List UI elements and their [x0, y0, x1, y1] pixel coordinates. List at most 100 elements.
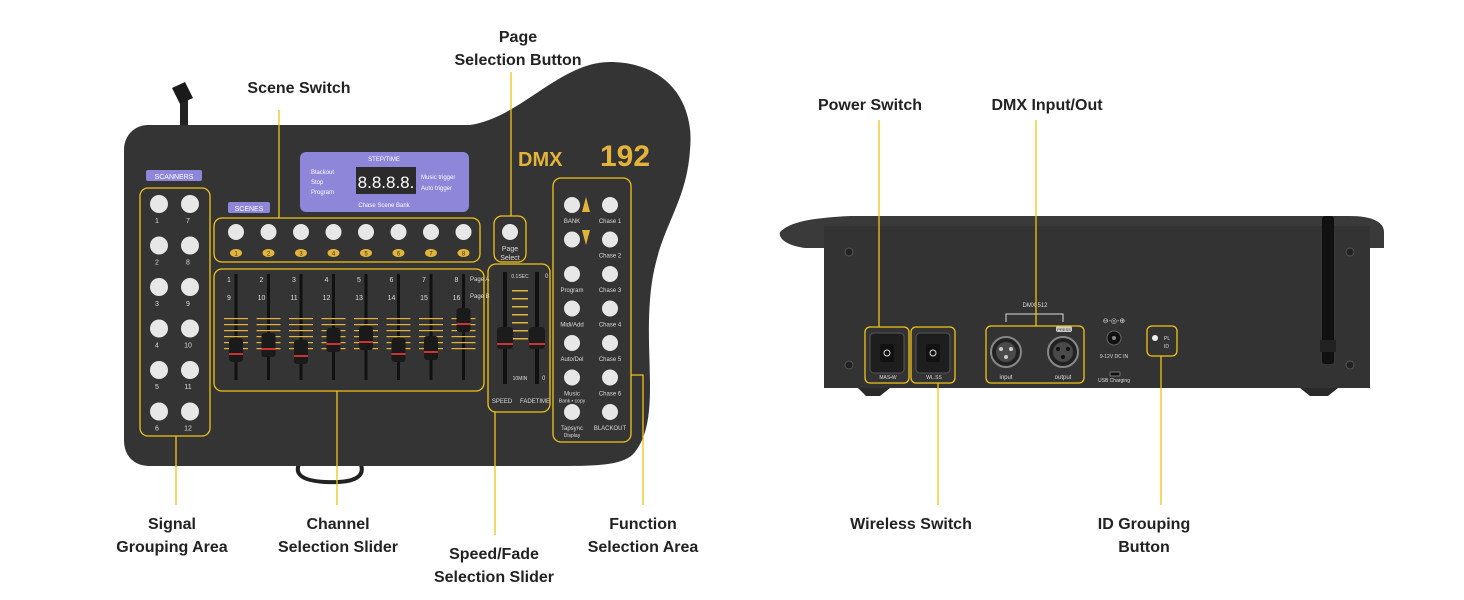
scanner-button[interactable] — [181, 361, 199, 379]
function-right-label: Chase 1 — [599, 219, 622, 225]
channel-tick — [321, 324, 346, 326]
dmx-io-box — [985, 325, 1085, 384]
function-left-button[interactable] — [564, 404, 580, 420]
scene-button[interactable] — [390, 224, 407, 240]
speed-fade-callout-line-2: Selection Slider — [433, 569, 555, 586]
channel-fader[interactable] — [391, 338, 406, 362]
channel-tick — [224, 336, 248, 338]
wireless-switch-callout: Wireless Switch — [831, 513, 991, 536]
function-left-button[interactable] — [564, 369, 580, 386]
scene-number-badge — [425, 249, 437, 257]
channel-top-number: 3 — [292, 277, 296, 284]
channel-fader[interactable] — [456, 308, 471, 332]
scanner-button[interactable] — [150, 402, 168, 421]
function-left-button[interactable] — [564, 231, 580, 248]
scanner-button[interactable] — [181, 278, 199, 296]
function-left-button[interactable] — [564, 266, 580, 282]
dmx-512-tag: DMX 512 — [1022, 303, 1048, 309]
speed-bottom-label: 10MIN — [513, 376, 528, 382]
scene-button[interactable] — [293, 224, 309, 240]
channel-fader[interactable] — [359, 326, 373, 350]
power-switch-callout: Power Switch — [790, 94, 950, 117]
signal-grouping-callout-line-1: Signal — [147, 516, 196, 533]
function-left-button[interactable] — [564, 300, 580, 317]
scanner-button[interactable] — [181, 402, 199, 421]
display-title: STEP/TIME — [368, 157, 400, 163]
scanner-number: 10 — [184, 343, 192, 350]
function-right-button[interactable] — [602, 231, 618, 248]
scene-button[interactable] — [455, 224, 472, 240]
scanner-button[interactable] — [181, 195, 199, 213]
scene-number: 5 — [364, 252, 368, 258]
speed-fader[interactable] — [497, 327, 513, 349]
display-bottom: Chase Scene Bank — [358, 203, 410, 209]
scene-number-badge — [457, 249, 470, 257]
function-left-button[interactable] — [564, 335, 580, 351]
channel-track — [234, 274, 238, 380]
scanner-number: 12 — [184, 426, 192, 433]
function-right-button[interactable] — [602, 335, 618, 351]
channel-bottom-number: 15 — [420, 295, 428, 302]
function-left-label: Midi/Add — [560, 323, 583, 329]
dmx-io-callout: DMX Input/Out — [967, 94, 1127, 117]
page-select-button[interactable] — [502, 224, 518, 240]
scene-button[interactable] — [228, 224, 244, 240]
channel-fader[interactable] — [326, 328, 341, 352]
scene-button[interactable] — [358, 224, 374, 240]
scanner-button[interactable] — [181, 319, 199, 338]
speed-fade-sliders: 0.1SEC 10MIN 0 0 SPEED FADETIME — [492, 272, 550, 405]
display-right-1: Music trigger — [421, 175, 455, 181]
channel-bottom-number: 14 — [388, 295, 396, 302]
scanner-button[interactable] — [150, 319, 168, 338]
dmx-input-connector[interactable] — [990, 336, 1022, 368]
function-right-button[interactable] — [602, 369, 618, 386]
rear-console: MAS•W WL.SS DMX 512 PRESS input output — [779, 120, 1384, 505]
wireless-switch-tag: WL.SS — [926, 375, 942, 381]
channel-top-number: 6 — [390, 277, 394, 284]
function-right-button[interactable] — [602, 404, 618, 420]
channel-fader[interactable] — [229, 338, 243, 362]
channel-fader[interactable] — [424, 336, 438, 360]
id-grouping-callout-line-2: Button — [1118, 539, 1170, 556]
scanner-button[interactable] — [150, 278, 168, 296]
function-right-button[interactable] — [602, 197, 618, 213]
scanner-button[interactable] — [150, 361, 168, 379]
power-switch[interactable] — [869, 332, 905, 374]
function-right-label: Chase 2 — [599, 254, 622, 260]
display-left-2: Stop — [311, 180, 324, 186]
scanner-button[interactable] — [150, 195, 168, 213]
scanner-button[interactable] — [181, 236, 199, 255]
scanner-number: 6 — [155, 426, 159, 433]
fade-fader[interactable] — [529, 327, 545, 349]
scene-button[interactable] — [325, 224, 342, 240]
scene-button[interactable] — [423, 224, 439, 240]
display-left-1: Blackout — [311, 170, 334, 176]
channel-fader[interactable] — [261, 333, 276, 357]
usb-port[interactable] — [1109, 371, 1121, 377]
scenes-tag: SCENES — [235, 206, 264, 213]
wireless-switch[interactable] — [915, 332, 951, 374]
scanner-number: 8 — [186, 260, 190, 267]
function-right-button[interactable] — [602, 300, 618, 317]
scanner-button[interactable] — [150, 236, 168, 255]
id-grouping-callout-line-1: ID Grouping — [1097, 516, 1191, 533]
scene-button[interactable] — [260, 224, 277, 240]
dc-in-jack[interactable] — [1106, 330, 1122, 346]
dmx-output-connector[interactable] — [1047, 326, 1079, 368]
function-left-button[interactable] — [564, 197, 580, 213]
page-select-box — [493, 215, 527, 263]
speed-fade-callout-line-1: Speed/Fade — [449, 546, 539, 563]
scene-number-badge — [230, 249, 242, 257]
function-left-label: Tapsync — [561, 426, 583, 432]
function-right-button[interactable] — [602, 266, 618, 282]
channel-fader[interactable] — [294, 340, 308, 364]
signal-grouping-callout-line-2: Grouping Area — [116, 539, 228, 556]
channel-bottom-number: 16 — [453, 295, 461, 302]
channel-tick — [289, 318, 313, 320]
rear-face — [824, 226, 1370, 388]
channel-track — [267, 274, 270, 380]
function-area-callout: Function Selection Area — [563, 513, 723, 559]
id-grouping-button[interactable] — [1152, 335, 1158, 341]
